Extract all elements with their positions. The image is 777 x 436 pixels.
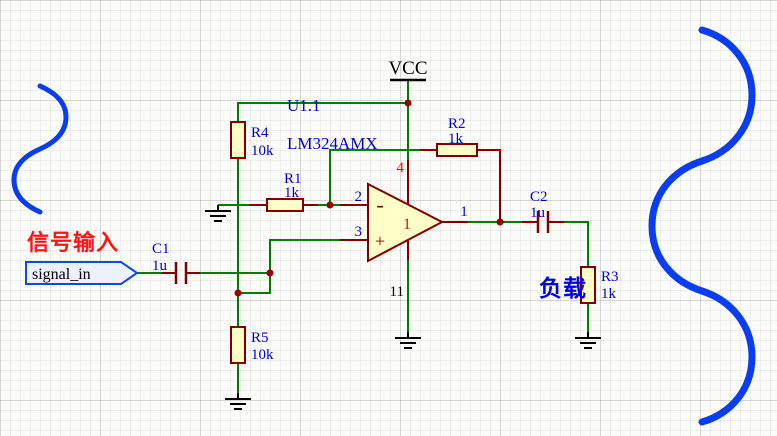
r1-value: 1k [284,185,300,201]
c1-value: 1u [152,258,168,274]
junction-dot [404,99,412,107]
c2-ref: C2 [530,189,548,205]
ground-symbol [205,205,231,222]
resistor-r1-body [266,198,304,212]
resistor-r2-body [436,143,478,157]
c1-ref: C1 [152,241,170,257]
pin-number-vcc: 4 [397,160,405,176]
input-sine-wave [11,83,69,215]
ground-symbol [575,332,601,349]
ground-symbol [395,332,421,349]
port-name-label: signal_in [32,266,91,283]
opamp-triangle [367,182,445,263]
input-annotation: 信号输入 [27,230,119,255]
c2-value: 1u [530,205,546,221]
resistor-r5-body [230,326,246,364]
ground-symbol [225,393,251,410]
r2-ref: R2 [448,116,466,132]
wire-segment [329,149,420,205]
pin-number-noninverting: 3 [355,224,363,240]
opamp-plus-sign: + [375,231,385,251]
opamp-channel-number: 1 [403,216,411,233]
wire-segment [564,221,589,267]
vcc-label: VCC [388,58,427,79]
junction-dot [326,201,334,209]
r2-value: 1k [448,131,464,147]
pin-number-gnd: 11 [390,284,404,300]
junction-dot [266,269,274,277]
resistor-r3-body [580,266,596,304]
r4-value: 10k [251,143,274,159]
wire-segment [238,273,271,294]
pin-number-inverting: 2 [355,189,363,205]
junction-dot [496,218,504,226]
r4-ref: R4 [251,125,269,141]
output-sine-wave [648,26,756,426]
opamp-minus-sign: - [376,192,383,217]
resistor-r4-body [230,121,246,159]
feedback-wire [477,149,501,222]
r3-value: 1k [601,286,617,302]
pin-number-output: 1 [460,204,468,220]
port-shape [25,261,139,285]
r3-ref: R3 [601,269,619,285]
junction-dot [234,289,242,297]
wire-segment [237,102,408,122]
r1-ref: R1 [284,171,302,187]
opamp-part-number: LM324AMX [287,134,378,153]
r5-ref: R5 [251,330,269,346]
load-annotation: 负载 [539,275,587,301]
wire-segment [269,239,340,273]
r5-value: 10k [251,347,274,363]
opamp-designator: U1.1 [287,96,321,115]
